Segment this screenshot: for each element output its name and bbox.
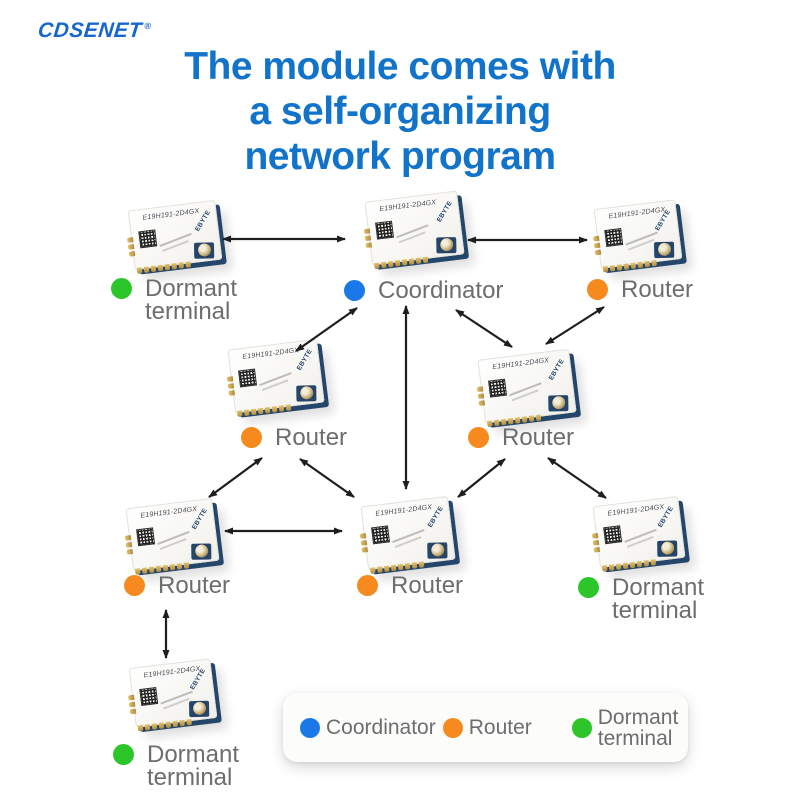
brand-logo: CDSENET® [37,19,153,43]
connection-arrow [295,307,358,352]
node-role-label: Router [587,276,694,303]
node-role-dot-icon [241,427,262,448]
node-role-label: Router [468,424,575,451]
coordinator-dot-icon [300,717,320,738]
node-role-text: Router [275,424,348,451]
legend-label: Dormant [597,705,679,729]
page-title-line: The module comes with [184,45,616,88]
page-title-line: network program [244,135,556,178]
node-role-label: Router [357,572,464,599]
node-role-dot-icon [587,279,608,300]
dormant-terminal-dot-icon [571,717,592,738]
connection-arrow [545,306,605,345]
node-role-text: Router [391,572,464,599]
legend-item-router: Router [442,716,532,739]
legend-label: terminal [597,726,673,750]
node-role-dot-icon [111,278,132,299]
node-role-dot-icon [124,575,145,596]
page-title-line: a self-organizing [249,90,551,133]
node-role-text: Dormant [147,741,240,768]
connection-arrow [457,458,506,498]
registered-trademark-icon: ® [143,21,153,31]
connection-arrow [547,457,607,499]
node-role-text: Coordinator [378,277,504,304]
connection-arrow [455,309,513,348]
legend-item-coordinator: Coordinator [300,717,436,738]
node-role-dot-icon [578,577,599,598]
node-role-text: Dormant [145,275,238,302]
node-role-dot-icon [468,427,489,448]
legend-label: Coordinator [326,716,436,739]
node-role-label: Dormant terminal [111,275,238,325]
brand-name: CDSENET [36,19,144,42]
node-role-label: Dormant terminal [113,741,240,791]
node-role-text: terminal [612,597,698,624]
connection-arrow [299,458,355,498]
node-role-label: Router [241,424,348,451]
router-dot-icon [442,717,463,738]
node-role-label: Dormant terminal [578,574,705,624]
node-role-text: terminal [147,764,233,791]
legend: Coordinator Router Dormant terminal [283,693,688,762]
node-role-text: Router [158,572,231,599]
legend-item-dormant-terminal: Dormant terminal [571,705,679,750]
node-role-text: Router [502,424,575,451]
node-role-text: terminal [145,298,231,325]
node-role-text: Router [621,276,694,303]
page-title: The module comes with a self-organizing … [0,44,800,179]
node-role-label: Router [124,572,231,599]
legend-label: Router [468,716,532,739]
node-role-dot-icon [113,744,134,765]
connection-arrow [208,457,263,498]
node-role-text: Dormant [612,574,705,601]
node-role-dot-icon [357,575,378,596]
node-role-dot-icon [344,280,365,301]
node-role-label: Coordinator [344,277,504,304]
